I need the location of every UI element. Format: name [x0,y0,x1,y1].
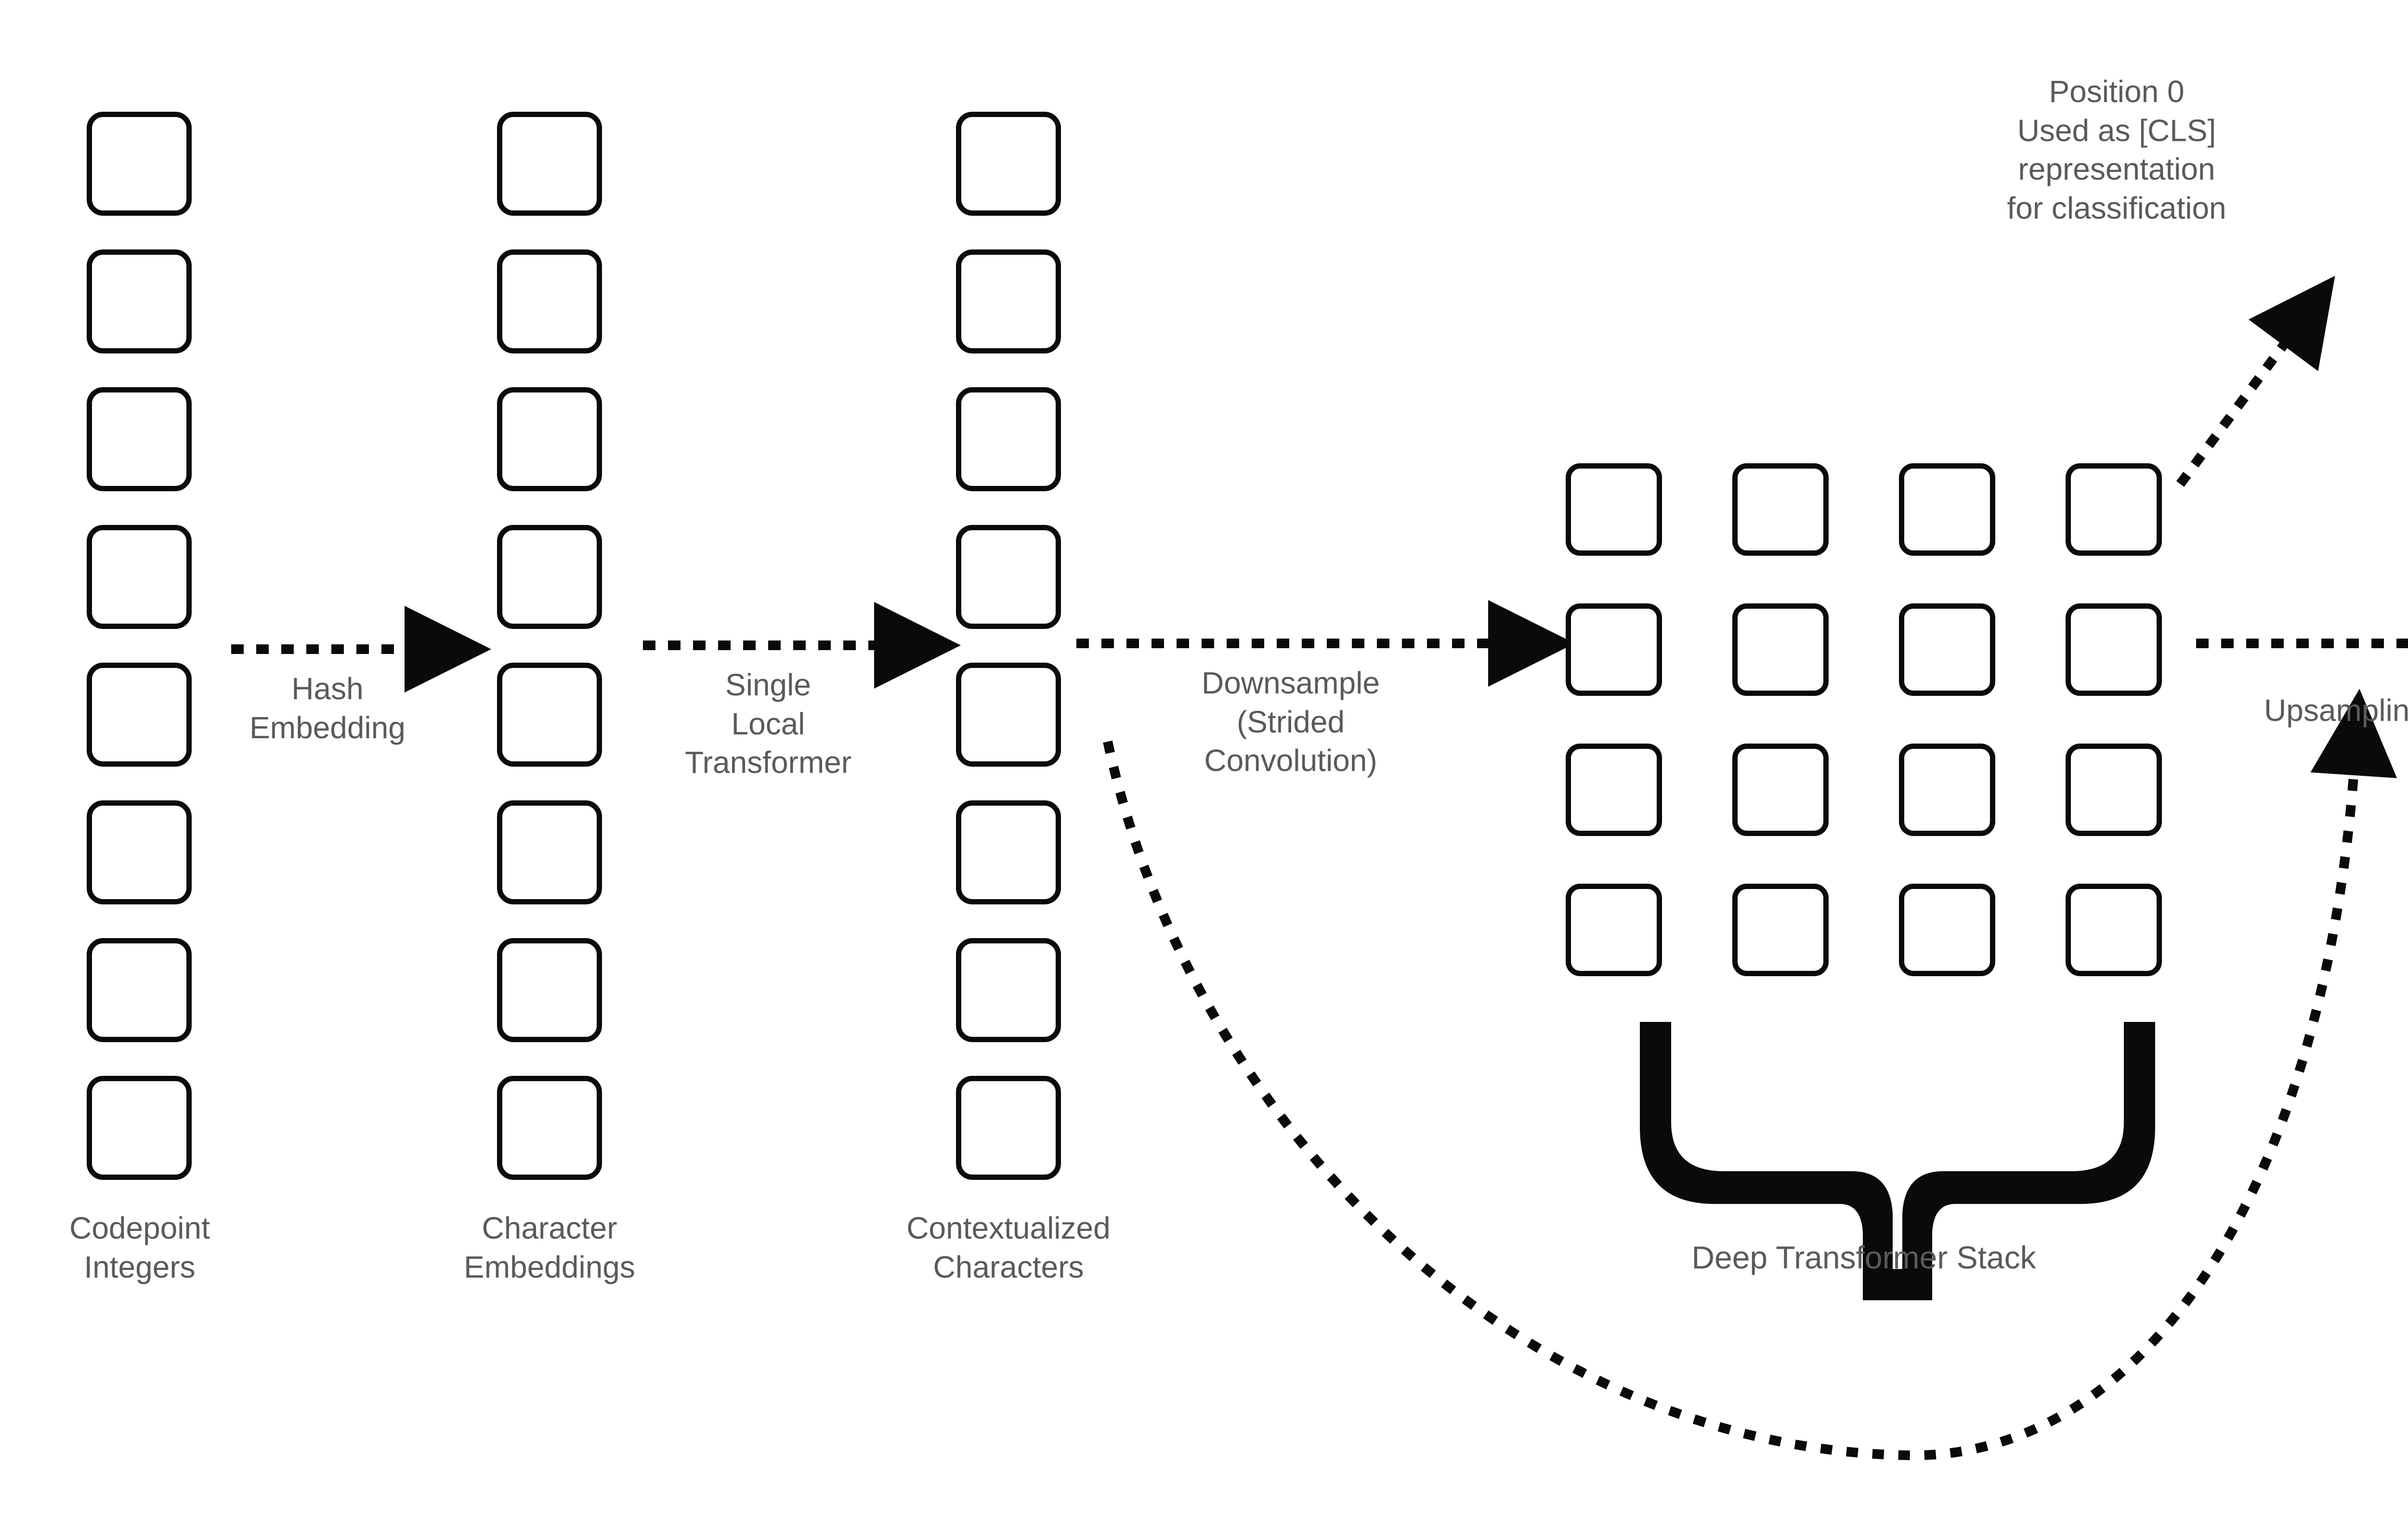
cell-codepoint-1 [87,249,192,353]
cell-ctxchar-4 [956,663,1061,767]
cell-charemb-1 [497,249,602,353]
cell-codepoint-4 [87,663,192,767]
grid-cell-r0c2 [1899,463,1995,556]
caption-deep-transformer-stack: Deep Transformer Stack [1691,1240,2036,1275]
grid-cell-r3c1 [1732,884,1829,976]
grid-cell-r1c3 [2066,603,2162,696]
grid-cell-r0c3 [2066,463,2162,556]
grid-cell-r0c0 [1566,463,1662,556]
cell-charemb-5 [497,800,602,904]
grid-cell-r3c3 [2066,884,2162,976]
cell-ctxchar-5 [956,800,1061,904]
grid-cell-r2c0 [1566,744,1662,836]
cell-charemb-4 [497,663,602,767]
caption-contextualized-characters: Contextualized Characters [906,1211,1111,1284]
cell-codepoint-7 [87,1076,192,1180]
cell-charemb-6 [497,938,602,1042]
cell-codepoint-0 [87,112,192,216]
cell-charemb-7 [497,1076,602,1180]
cell-ctxchar-6 [956,938,1061,1042]
grid-cell-r2c3 [2066,744,2162,836]
label-hash-embedding: Hash Embedding [249,671,406,745]
cell-codepoint-2 [87,387,192,491]
arrow-cls-position [2176,275,2335,487]
label-downsample: Downsample (Strided Convolution) [1202,666,1380,778]
cell-ctxchar-0 [956,112,1061,216]
label-upsampling: Upsampling [2264,693,2408,728]
grid-cell-r3c2 [1899,884,1995,976]
caption-codepoint-integers: Codepoint Integers [69,1211,210,1284]
arrow-residual-skip [1103,689,2397,1461]
cell-charemb-3 [497,525,602,629]
cell-ctxchar-3 [956,525,1061,629]
cell-ctxchar-2 [956,387,1061,491]
caption-character-embeddings: Character Embeddings [464,1211,635,1284]
cell-ctxchar-1 [956,249,1061,353]
label-single-local-transformer: Single Local Transformer [684,667,852,780]
grid-cell-r1c0 [1566,603,1662,696]
cell-charemb-0 [497,112,602,216]
annotation-cls-position: Position 0 Used as [CLS] representation … [2007,74,2226,225]
cell-codepoint-6 [87,938,192,1042]
grid-cell-r2c1 [1732,744,1829,836]
grid-cell-r3c0 [1566,884,1662,976]
cell-ctxchar-7 [956,1076,1061,1180]
cell-codepoint-5 [87,800,192,904]
cell-codepoint-3 [87,525,192,629]
grid-cell-r1c1 [1732,603,1829,696]
cell-charemb-2 [497,387,602,491]
grid-cell-r1c2 [1899,603,1995,696]
grid-cell-r0c1 [1732,463,1829,556]
grid-cell-r2c2 [1899,744,1995,836]
